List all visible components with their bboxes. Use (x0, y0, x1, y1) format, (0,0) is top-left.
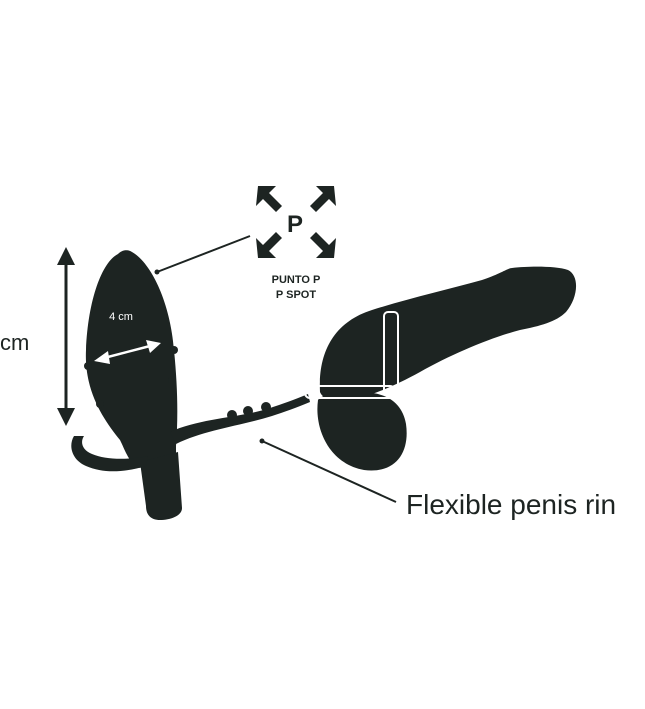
plug-silhouette (71, 250, 310, 520)
double-arrow-icon (94, 340, 161, 364)
ring-caption: Flexible penis rin (406, 489, 616, 520)
width-dimension-label: 4 cm (109, 311, 133, 323)
p-spot-label: P SPOT (276, 289, 316, 301)
punto-p-label: PUNTO P (272, 274, 321, 286)
length-dimension-arrow (57, 247, 75, 426)
penis-ring (304, 311, 399, 399)
p-letter: P (287, 211, 303, 238)
p-spot-compress-icon (256, 186, 336, 258)
penis-silhouette (317, 266, 577, 471)
p-spot-leader-dot (154, 269, 160, 275)
length-unit-label: cm (0, 330, 29, 355)
ring-leader-line (261, 440, 397, 503)
ring-leader-dot (259, 438, 265, 444)
p-spot-leader-line (156, 235, 251, 273)
